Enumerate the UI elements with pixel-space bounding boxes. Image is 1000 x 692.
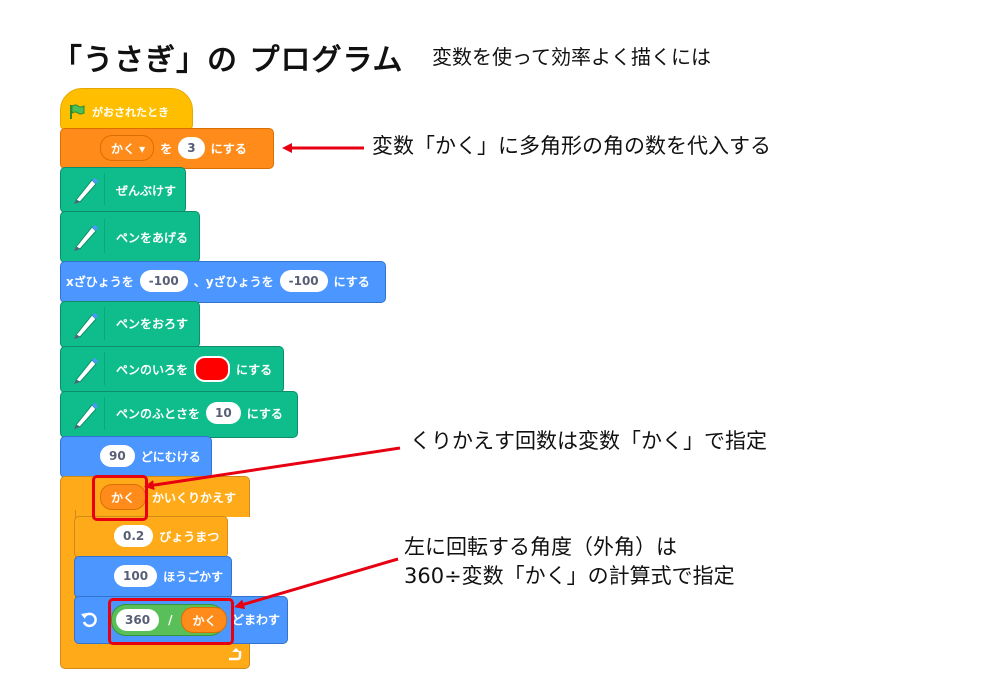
turn-suffix: どまわす [232, 613, 281, 627]
set-pen-color-block[interactable] [60, 346, 284, 393]
page-subtitle: 変数を使って効率よく描くには [432, 45, 711, 69]
goto-y-input[interactable]: -100 [279, 270, 328, 292]
loop-arrow-icon [229, 648, 242, 661]
turn-left-icon [81, 612, 97, 628]
set-var-suffix: にする [210, 141, 247, 156]
pen-color-label: ペンのいろを [116, 362, 189, 377]
pen-icon [74, 178, 98, 204]
set-var-wo-label: を [160, 141, 173, 156]
when-flag-label: がおされたとき [92, 106, 169, 119]
move-steps-input[interactable]: 100 [114, 565, 158, 587]
goto-x-label: xざひょうを [66, 274, 134, 289]
variable-dropdown[interactable]: かく ▾ [100, 135, 155, 161]
repeat-suffix: かいくりかえす [152, 490, 237, 505]
goto-suffix: にする [333, 274, 370, 289]
go-to-xy-block[interactable] [60, 261, 386, 303]
goto-x-input[interactable]: -100 [139, 270, 188, 292]
erase-all-block[interactable] [60, 167, 186, 213]
repeat-block[interactable] [60, 476, 250, 517]
pen-icon [74, 225, 98, 251]
erase-all-label: ぜんぶけす [116, 184, 177, 198]
annotation-turn-line2: 360÷変数「かく」の計算式で指定 [404, 564, 735, 588]
annotation-set-variable: 変数「かく」に多角形の角の数を代入する [372, 134, 771, 158]
annotation-turn-line1: 左に回転する角度（外角）は [404, 535, 677, 559]
turn-numerator-input[interactable]: 360 [116, 609, 160, 631]
set-var-value-input[interactable]: 3 [178, 137, 205, 159]
pen-size-label: ペンのふとさを [116, 406, 201, 421]
page-title: 「うさぎ」の プログラム [52, 43, 404, 78]
pen-icon [74, 403, 98, 429]
pen-size-input[interactable]: 10 [206, 402, 241, 424]
arrow-to-divide [234, 557, 399, 610]
point-direction-block[interactable] [60, 436, 212, 478]
wait-suffix: びょうまつ [159, 529, 220, 544]
set-pen-size-block[interactable] [60, 391, 298, 438]
arrow-to-repeat [144, 446, 401, 491]
direction-input[interactable]: 90 [100, 445, 135, 467]
pen-color-swatch[interactable] [194, 356, 231, 382]
repeat-variable-highlight [92, 475, 148, 521]
turn-denominator-variable[interactable]: かく [181, 607, 228, 633]
goto-y-label: 、yざひょうを [193, 274, 274, 289]
pen-up-label: ペンをあげる [116, 231, 189, 245]
repeat-block-foot [60, 642, 250, 669]
set-variable-block[interactable] [60, 128, 274, 169]
green-flag-icon [70, 104, 85, 119]
annotation-repeat: くりかえす回数は変数「かく」で指定 [410, 429, 767, 453]
direction-suffix: どにむける [140, 449, 201, 464]
pen-size-suffix: にする [246, 406, 283, 421]
wait-seconds-input[interactable]: 0.2 [114, 525, 154, 547]
move-suffix: ほうごかす [163, 569, 224, 584]
divide-expression-highlight [108, 598, 234, 645]
pen-icon [74, 358, 98, 384]
pen-color-suffix: にする [236, 362, 273, 377]
pen-icon [74, 313, 98, 339]
repeat-count-variable[interactable]: かく [100, 484, 147, 510]
divide-operator-symbol: / [168, 613, 173, 627]
pen-down-label: ペンをおろす [116, 317, 189, 331]
